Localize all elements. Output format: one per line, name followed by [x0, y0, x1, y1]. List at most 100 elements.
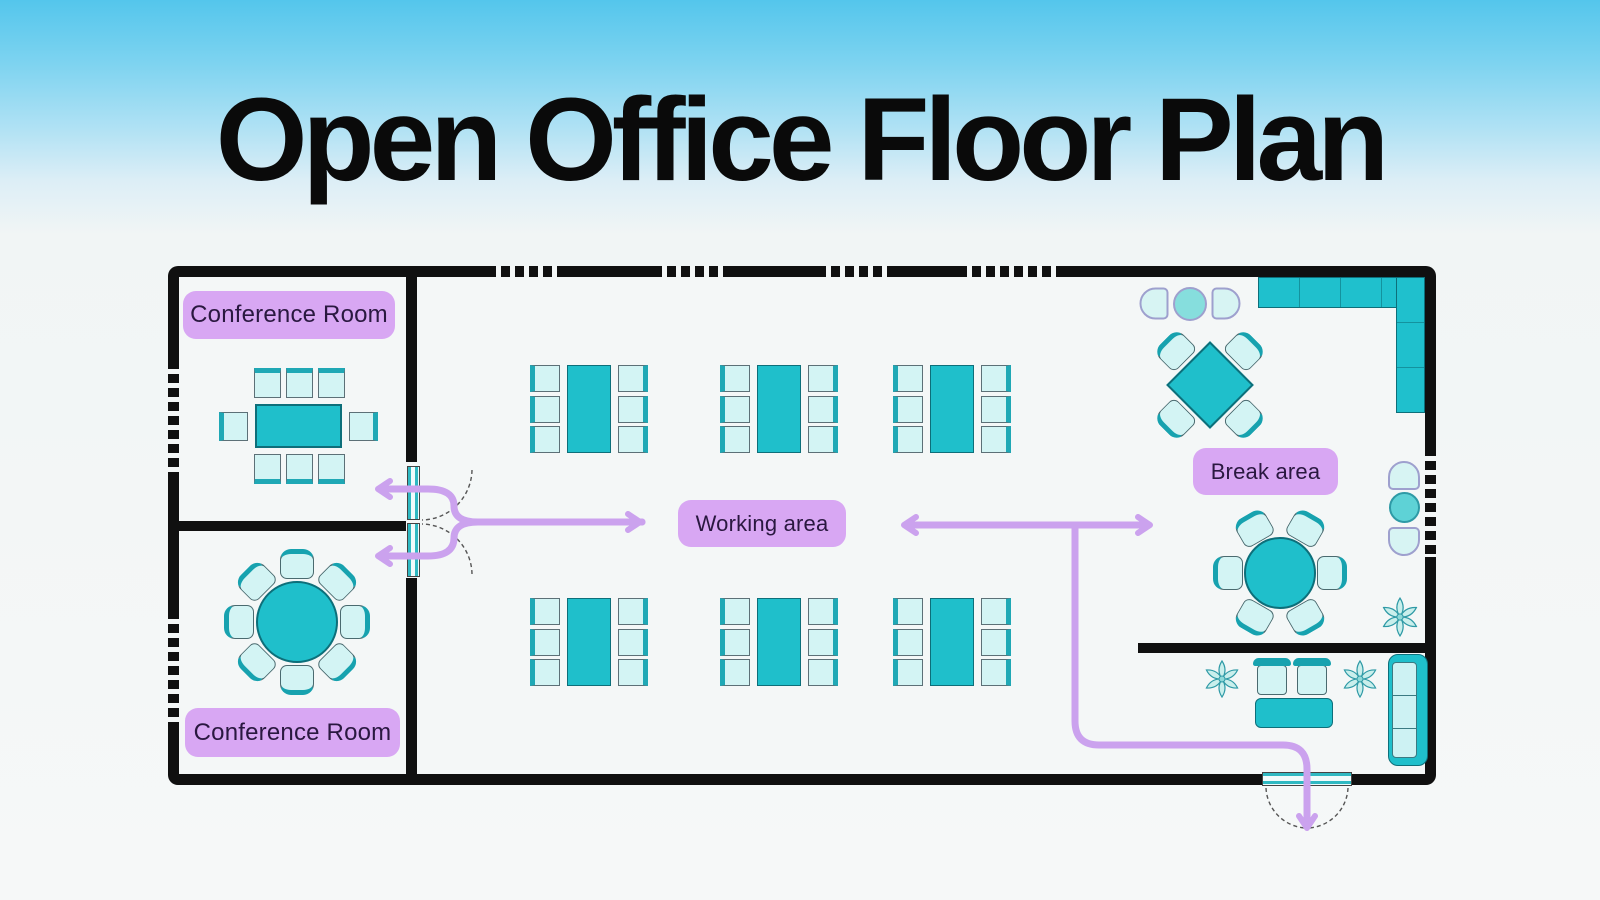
chair: [981, 659, 1011, 686]
chair-column: [808, 365, 838, 453]
desk-cluster: [720, 598, 838, 686]
chair-column: [618, 598, 648, 686]
bistro-chair: [1388, 461, 1420, 490]
arrow-to-conference-top: [375, 478, 646, 526]
chair: [981, 395, 1011, 423]
kitchen-counter: [1396, 277, 1425, 413]
desk-cluster: [893, 598, 1011, 686]
sofa-cushions: [1392, 662, 1417, 758]
chair: [219, 412, 248, 441]
chair: [808, 365, 838, 392]
conference-room-label-bottom-text: Conference Room: [193, 718, 392, 746]
conference-room-label-top: Conference Room: [183, 291, 395, 339]
chair: [720, 659, 750, 686]
chair: [893, 659, 923, 686]
chair: [981, 426, 1011, 453]
door: [407, 466, 420, 520]
chair-column: [530, 365, 560, 453]
break-area-label-text: Break area: [1210, 458, 1321, 484]
chair: [893, 395, 923, 423]
chair-column: [808, 598, 838, 686]
coffee-table: [1255, 698, 1333, 728]
chair: [720, 598, 750, 625]
chair: [618, 598, 648, 625]
chair: [618, 628, 648, 656]
desk-cluster: [530, 365, 648, 453]
desk-table: [930, 365, 974, 453]
working-area-label-text: Working area: [695, 510, 829, 536]
desk-table: [930, 598, 974, 686]
bistro-table: [1389, 492, 1420, 523]
window: [817, 266, 896, 277]
plant-icon: [1381, 597, 1419, 637]
door-swing-arcs: [421, 469, 1349, 829]
desk-table: [757, 365, 801, 453]
chair: [893, 628, 923, 656]
chair: [618, 426, 648, 453]
chair: [618, 659, 648, 686]
flow-arrows: [375, 478, 1318, 831]
desk-cluster: [893, 365, 1011, 453]
conference-room-label-bottom: Conference Room: [185, 708, 400, 757]
chair: [808, 426, 838, 453]
wall-between-conference-rooms: [179, 521, 406, 531]
chair: [720, 365, 750, 392]
window: [168, 360, 179, 478]
chair: [530, 395, 560, 423]
chair: [530, 659, 560, 686]
arrow-to-conference-bottom: [375, 518, 646, 567]
chair: [893, 426, 923, 453]
lounge-chair: [1253, 658, 1291, 695]
chair: [981, 598, 1011, 625]
chair-column: [981, 598, 1011, 686]
chair-column: [530, 598, 560, 686]
desk-table: [567, 365, 611, 453]
chair: [981, 365, 1011, 392]
chair: [286, 454, 313, 484]
chair: [530, 628, 560, 656]
window: [168, 610, 179, 727]
desk-cluster: [720, 365, 838, 453]
chair: [254, 368, 281, 398]
chair: [720, 395, 750, 423]
wall-lounge-divider: [1138, 643, 1425, 653]
chair-column: [720, 365, 750, 453]
chair: [618, 395, 648, 423]
chair: [981, 628, 1011, 656]
round-conference-table: [256, 581, 338, 663]
window: [487, 266, 565, 277]
break-area-label: Break area: [1193, 448, 1338, 495]
chair: [530, 598, 560, 625]
chair-column: [981, 365, 1011, 453]
bistro-table: [1173, 287, 1207, 321]
chair: [808, 659, 838, 686]
desk-cluster: [530, 598, 648, 686]
chair: [808, 598, 838, 625]
desk-table: [757, 598, 801, 686]
arrow-to-exit: [1071, 521, 1318, 831]
conference-table: [255, 404, 342, 448]
chair-column: [720, 598, 750, 686]
wall-conference-divider-bottom: [406, 578, 417, 774]
chair: [286, 368, 313, 398]
chair: [349, 412, 378, 441]
chair: [720, 426, 750, 453]
chair: [808, 628, 838, 656]
chair: [530, 426, 560, 453]
plant-icon: [1204, 660, 1240, 698]
chair-column: [618, 365, 648, 453]
sofa: [1388, 654, 1428, 766]
desk-table: [567, 598, 611, 686]
plant-icon: [1342, 660, 1378, 698]
chair: [280, 549, 314, 579]
chair: [720, 628, 750, 656]
window: [1425, 447, 1436, 557]
working-area-label: Working area: [678, 500, 846, 547]
chair: [893, 365, 923, 392]
page-title: Open Office Floor Plan: [215, 74, 1389, 206]
chair: [618, 365, 648, 392]
window: [653, 266, 731, 277]
lounge-chair: [1293, 658, 1331, 695]
